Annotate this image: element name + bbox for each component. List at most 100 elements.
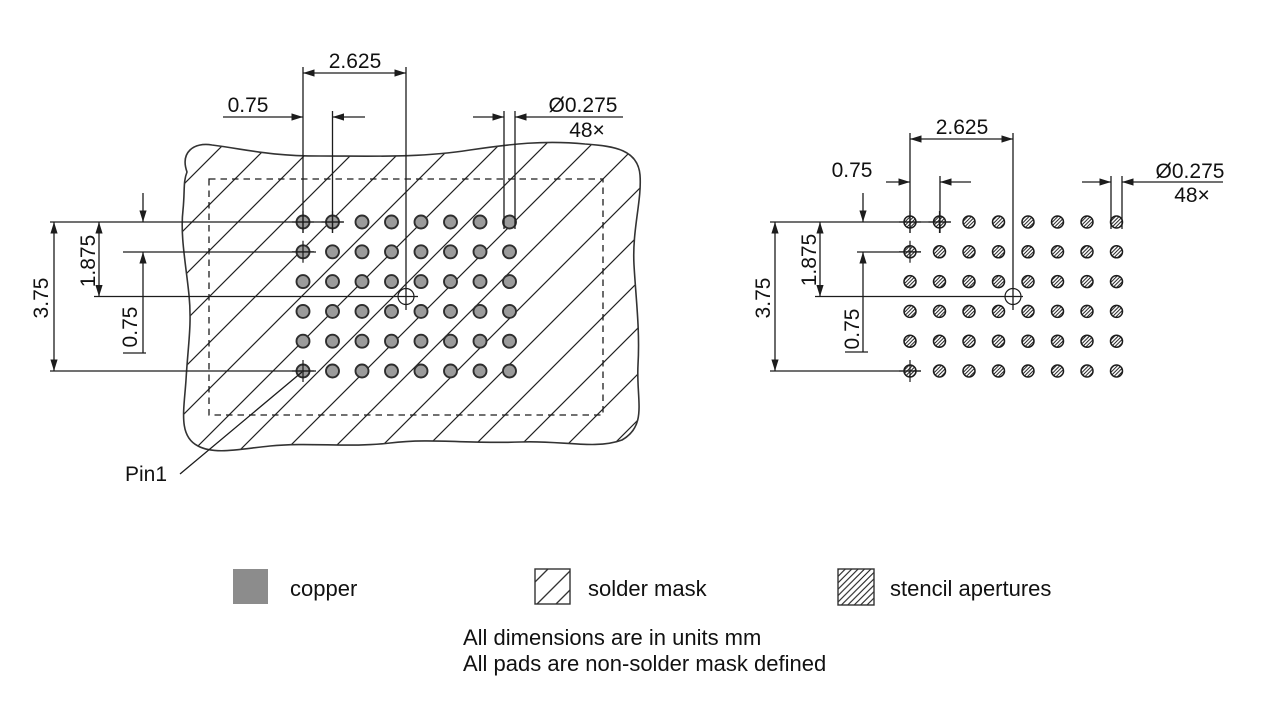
copper-pad [325,274,340,290]
copper-pad [502,214,517,230]
dim-column-span: 2.625 [936,116,989,139]
stencil-aperture [991,364,1006,378]
copper-pad [413,274,429,290]
copper-pad [325,333,340,349]
stencil-aperture [962,304,976,319]
stencil-aperture [991,245,1006,259]
copper-pad [384,333,399,349]
copper-pad [472,363,488,379]
copper-pad [384,363,399,379]
stencil-apertures-swatch [837,568,875,606]
copper-pad [413,214,429,230]
stencil-aperture [1109,304,1124,319]
dim-row-half-span: 1.875 [77,235,100,288]
legend-label-stencil-apertures: stencil apertures [890,576,1051,601]
stencil-aperture [962,245,976,259]
copper-pad [443,303,458,319]
copper-pad [472,244,488,260]
stencil-aperture [1109,245,1124,259]
stencil-aperture [1109,334,1124,348]
stencil-aperture [1021,245,1035,259]
stencil-aperture [903,304,917,319]
copper-pad [472,214,488,230]
copper-pad [502,333,517,349]
copper-pad [443,274,458,290]
stencil-aperture [1050,245,1065,259]
copper-pad [295,303,311,319]
copper-pad [354,274,370,290]
copper-pad [325,303,340,319]
copper-pad [384,244,399,260]
stencil-aperture [1080,215,1094,229]
stencil-aperture [1080,334,1094,348]
dim-column-pitch: 0.75 [832,159,873,182]
note-pads: All pads are non-solder mask defined [463,651,826,676]
stencil-aperture [991,334,1006,348]
copper-pad [443,333,458,349]
copper-pad [472,333,488,349]
pin1-leader-line [179,371,303,475]
left-view-copper-soldermask: 2.625 0.75 Ø0.275 48× 3.75 1.875 0.75 Pi… [30,50,642,486]
stencil-aperture [991,274,1006,289]
stencil-aperture [903,274,917,289]
stencil-aperture [1021,274,1035,289]
stencil-aperture [932,364,947,378]
dim-pad-diameter: Ø0.275 [1156,160,1225,183]
stencil-aperture [962,274,976,289]
stencil-aperture [962,364,976,378]
copper-pad [354,303,370,319]
dim-row-span: 3.75 [752,278,775,319]
stencil-aperture [1050,334,1065,348]
dim-row-pitch: 0.75 [119,307,142,348]
stencil-aperture [1050,274,1065,289]
stencil-aperture [962,215,976,229]
dim-row-span: 3.75 [30,278,53,319]
copper-pad [384,303,399,319]
legend: copper solder mask stencil apertures [233,568,1051,606]
notes: All dimensions are in units mm All pads … [463,625,826,676]
stencil-aperture [1021,334,1035,348]
copper-pad [472,303,488,319]
stencil-aperture [1050,364,1065,378]
copper-pad [384,214,399,230]
copper-pad [384,274,399,290]
stencil-aperture [932,304,947,319]
dimension-lines-right-view [770,133,1223,372]
pin1-label: Pin1 [125,463,167,486]
copper-pad [295,333,311,349]
right-view-stencil-apertures: 2.625 0.75 Ø0.275 48× 3.75 1.875 0.75 [752,116,1224,382]
note-units: All dimensions are in units mm [463,625,761,650]
copper-pad [354,333,370,349]
copper-pad [472,274,488,290]
stencil-aperture [1109,215,1124,229]
stencil-aperture [1050,304,1065,319]
stencil-aperture [1080,245,1094,259]
stencil-aperture [903,334,917,348]
stencil-aperture [991,304,1006,319]
copper-pad [502,274,517,290]
legend-label-solder-mask: solder mask [588,576,708,601]
stencil-aperture [962,334,976,348]
dim-column-span: 2.625 [329,50,382,73]
copper-pad [325,363,340,379]
copper-pad [502,244,517,260]
dimension-lines-left-view [50,67,623,372]
stencil-aperture [932,274,947,289]
dim-row-half-span: 1.875 [798,234,821,287]
solder-mask-swatch-hatch [534,568,571,605]
copper-pad [325,244,340,260]
copper-swatch [233,569,268,604]
dim-pad-diameter: Ø0.275 [549,94,618,117]
stencil-aperture [1080,364,1094,378]
copper-pad [443,244,458,260]
dim-pad-count: 48× [569,119,605,142]
stencil-aperture [1021,304,1035,319]
dim-row-pitch: 0.75 [841,309,864,350]
copper-pad [295,274,311,290]
legend-label-copper: copper [290,576,357,601]
dim-column-pitch: 0.75 [228,94,269,117]
dimension-arrows-right-view [771,135,1134,371]
copper-pad [413,333,429,349]
copper-pad [443,214,458,230]
copper-pad [502,303,517,319]
